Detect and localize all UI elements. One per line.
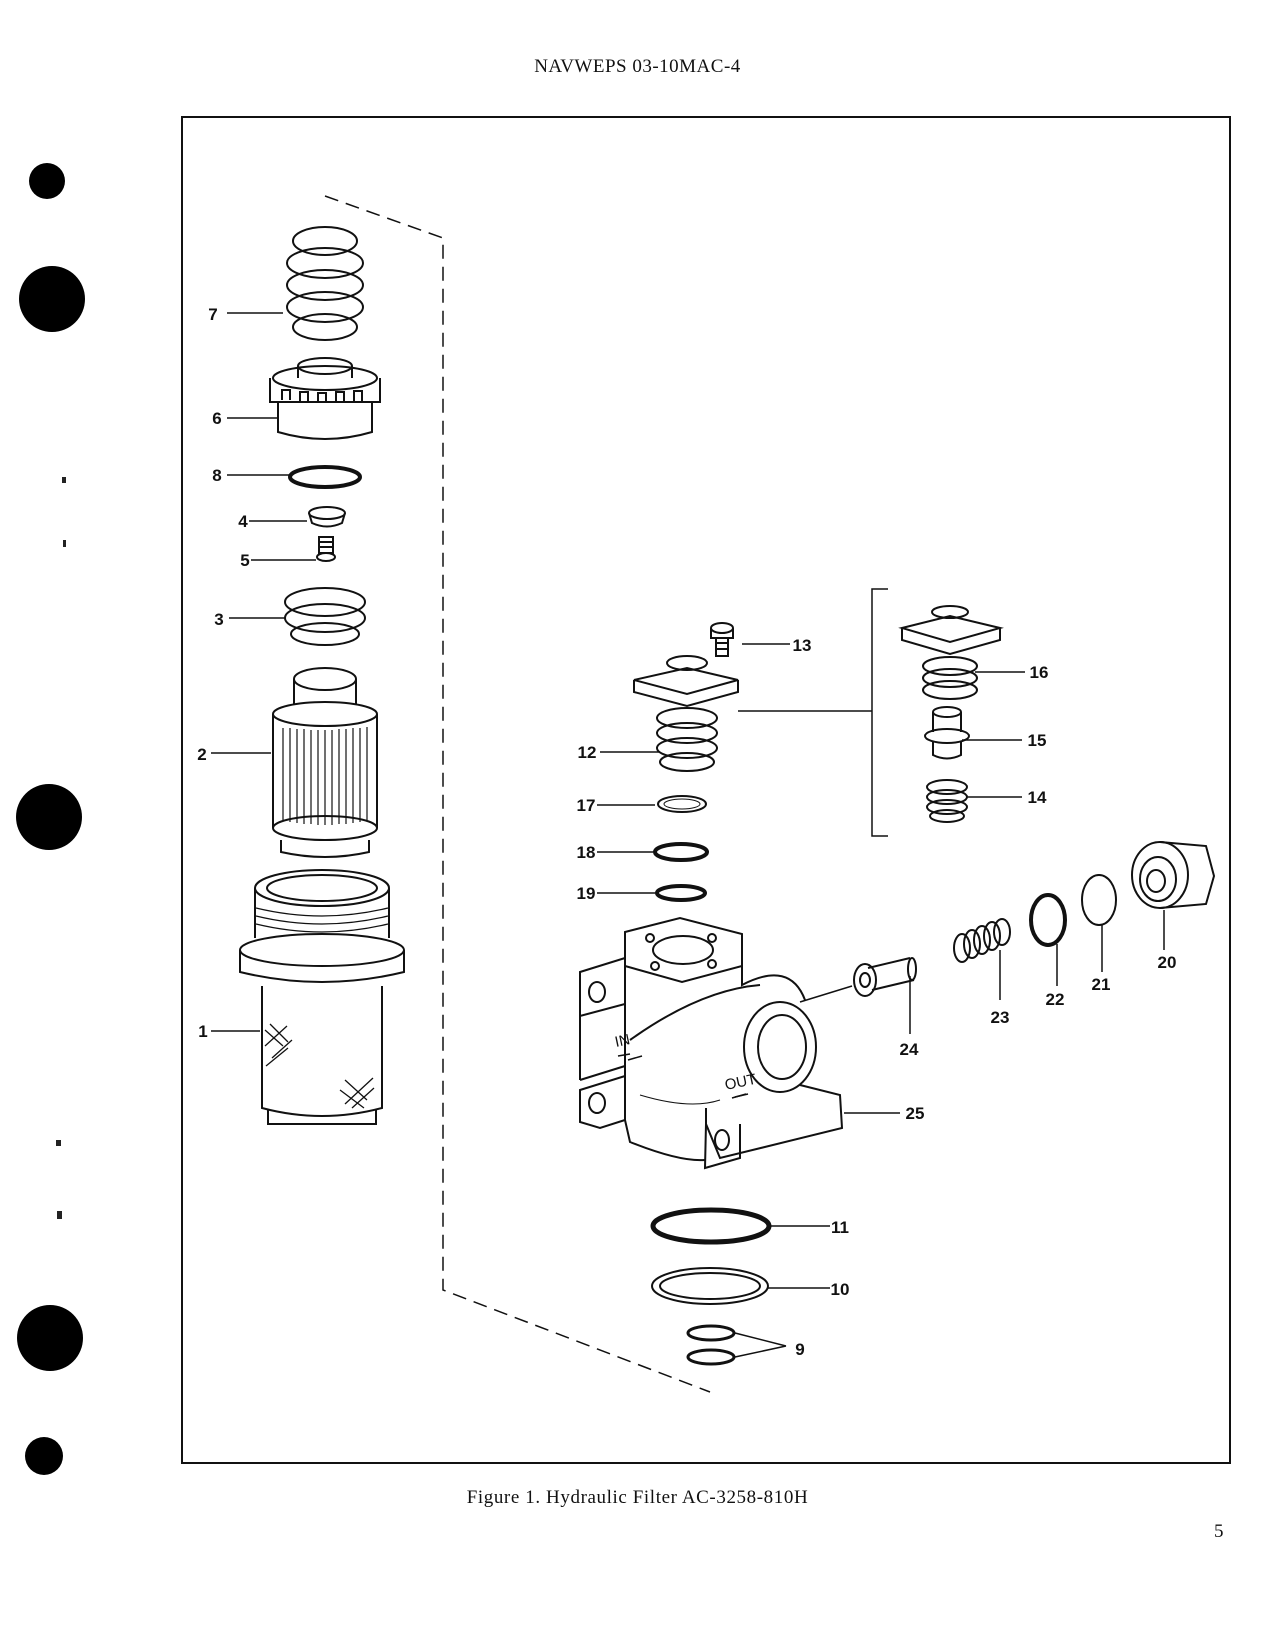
part-6-cap <box>269 357 381 440</box>
binder-hole-4 <box>17 1305 83 1371</box>
page-number: 5 <box>1214 1521 1224 1542</box>
callout-6: 6 <box>212 409 221 428</box>
alignment-guide <box>324 195 711 1393</box>
callout-11: 11 <box>831 1218 849 1237</box>
scan-speck <box>62 477 66 483</box>
callout-19: 19 <box>577 884 596 903</box>
part-14-spring <box>926 779 968 823</box>
callout-10: 10 <box>831 1280 850 1299</box>
callout-24: 24 <box>900 1040 919 1059</box>
callout-9: 9 <box>795 1340 804 1359</box>
part-18-o-ring <box>653 842 709 862</box>
part-12-valve-assembly <box>633 655 739 772</box>
inlet-port-label: IN <box>613 1031 631 1051</box>
document-header: NAVWEPS 03-10MAC-4 <box>534 56 741 77</box>
callout-25: 25 <box>906 1104 925 1123</box>
callout-15: 15 <box>1028 731 1047 750</box>
part-23-spring <box>953 918 1011 963</box>
part-9-o-ring-lower <box>686 1348 736 1366</box>
detail-bracket <box>871 588 888 837</box>
part-1-filter-bowl <box>239 869 405 1125</box>
part-13-screw <box>710 622 734 657</box>
callout-1: 1 <box>198 1022 207 1041</box>
part-8-o-ring <box>288 465 362 489</box>
callout-17: 17 <box>577 796 596 815</box>
callout-13: 13 <box>793 636 812 655</box>
binder-hole-1 <box>29 163 65 199</box>
part-11-o-ring <box>650 1207 772 1245</box>
part-9-o-ring-upper <box>686 1324 736 1342</box>
callout-16: 16 <box>1030 663 1049 682</box>
scan-speck <box>56 1140 61 1146</box>
part-5-screw <box>316 536 336 562</box>
part-4-washer <box>308 506 346 528</box>
callout-22: 22 <box>1046 990 1065 1009</box>
figure-frame <box>181 116 1231 1464</box>
part-22-o-ring <box>1029 893 1067 947</box>
part-2-filter-element <box>272 667 378 858</box>
binder-hole-5 <box>25 1437 63 1475</box>
figure-caption: Figure 1. Hydraulic Filter AC-3258-810H <box>466 1487 809 1508</box>
part-24-check-poppet <box>853 957 917 997</box>
part-3-spring <box>284 587 366 646</box>
part-15-poppet <box>924 706 970 760</box>
callout-3: 3 <box>214 610 223 629</box>
binder-hole-2 <box>19 266 85 332</box>
part-7-spring <box>286 226 364 341</box>
part-21-retaining-ring <box>1081 874 1117 926</box>
part-10-retaining-ring <box>651 1267 769 1305</box>
callout-20: 20 <box>1158 953 1177 972</box>
part-16-valve-cap <box>898 605 1004 700</box>
callout-7: 7 <box>208 305 217 324</box>
callout-14: 14 <box>1028 788 1047 807</box>
callout-12: 12 <box>578 743 597 762</box>
callout-5: 5 <box>240 551 249 570</box>
callout-8: 8 <box>212 466 221 485</box>
scan-speck <box>57 1211 62 1219</box>
callout-2: 2 <box>197 745 206 764</box>
callout-4: 4 <box>238 512 248 531</box>
leader-lines <box>211 312 1165 1358</box>
part-20-plug <box>1131 841 1216 909</box>
callout-21: 21 <box>1092 975 1111 994</box>
part-25-filter-housing <box>579 916 844 1170</box>
scan-speck <box>63 540 66 547</box>
callout-23: 23 <box>991 1008 1010 1027</box>
outlet-port-label: OUT <box>723 1071 758 1094</box>
callout-18: 18 <box>577 843 596 862</box>
binder-hole-3 <box>16 784 82 850</box>
part-19-o-ring <box>655 884 707 902</box>
part-17-ring <box>657 795 707 813</box>
